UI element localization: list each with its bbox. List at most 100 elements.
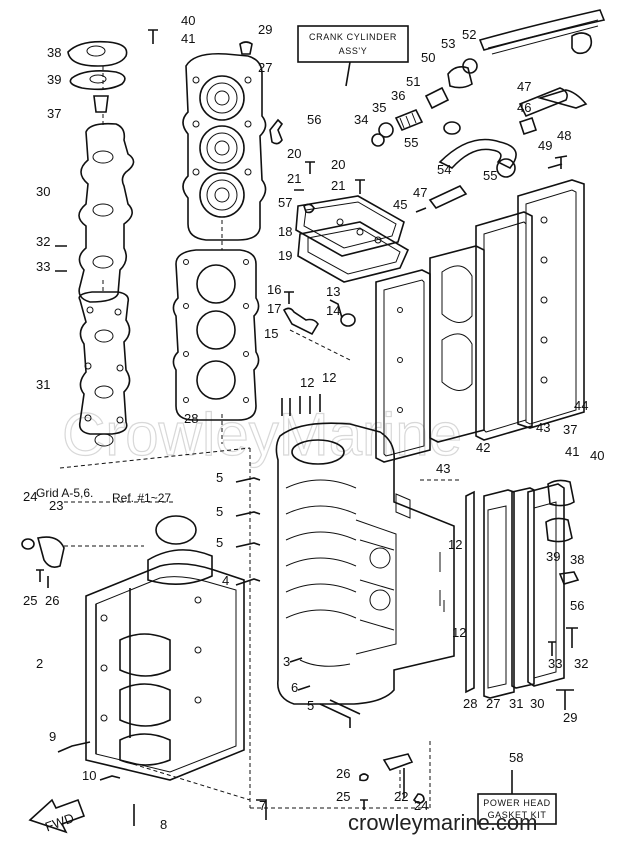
part-label-12: 12 xyxy=(452,625,466,640)
part-label-56: 56 xyxy=(570,598,584,613)
part-label-16: 16 xyxy=(267,282,281,297)
cylinder-head xyxy=(182,52,267,241)
part-label-25: 25 xyxy=(23,593,37,608)
part-label-26: 26 xyxy=(336,766,350,781)
cylinder-cover xyxy=(295,195,410,283)
part-label-14: 14 xyxy=(326,303,340,318)
part-label-6: 6 xyxy=(291,680,298,695)
callout-power-head-line1: POWER HEAD xyxy=(483,798,551,808)
part-label-56: 56 xyxy=(307,112,321,127)
exhaust-plates xyxy=(375,179,585,463)
part-label-41: 41 xyxy=(181,31,195,46)
cylinder-block xyxy=(275,422,455,705)
part-label-42: 42 xyxy=(476,440,490,455)
head-gasket xyxy=(172,249,260,421)
part-label-43: 43 xyxy=(436,461,450,476)
part-label-15: 15 xyxy=(264,326,278,341)
part-label-29: 29 xyxy=(563,710,577,725)
part-label-39: 39 xyxy=(47,72,61,87)
bolts-12 xyxy=(281,394,321,416)
part-label-7: 7 xyxy=(259,798,266,813)
small-bolts xyxy=(294,161,365,214)
part-label-41: 41 xyxy=(565,444,579,459)
part-label-44: 44 xyxy=(574,398,588,413)
part-label-33: 33 xyxy=(36,259,50,274)
part-label-5: 5 xyxy=(216,470,223,485)
part-label-12: 12 xyxy=(448,537,462,552)
bolts-5-4-3-6 xyxy=(235,477,361,728)
thermostat-group xyxy=(282,291,356,361)
part-label-28: 28 xyxy=(184,411,198,426)
part-label-33: 33 xyxy=(548,656,562,671)
sensor-56 xyxy=(269,118,284,145)
part-label-39: 39 xyxy=(546,549,560,564)
part-label-57: 57 xyxy=(278,195,292,210)
part-label-5: 5 xyxy=(216,535,223,550)
part-label-45: 45 xyxy=(393,197,407,212)
part-label-8: 8 xyxy=(160,817,167,832)
part-label-30: 30 xyxy=(530,696,544,711)
part-label-27: 27 xyxy=(258,60,272,75)
part-label-10: 10 xyxy=(82,768,96,783)
fwd-label: FWD xyxy=(43,810,76,834)
part-label-48: 48 xyxy=(557,128,571,143)
part-label-30: 30 xyxy=(36,184,50,199)
assembly-guides xyxy=(59,447,460,809)
part-label-58: 58 xyxy=(509,750,523,765)
part-label-3: 3 xyxy=(283,654,290,669)
part-label-38: 38 xyxy=(47,45,61,60)
part-label-21: 21 xyxy=(287,171,301,186)
part-label-5: 5 xyxy=(307,698,314,713)
part-label-37: 37 xyxy=(47,106,61,121)
part-label-12: 12 xyxy=(322,370,336,385)
callout-crank-cylinder-line2: ASS'Y xyxy=(339,46,368,56)
part-label-52: 52 xyxy=(462,27,476,42)
part-label-37: 37 xyxy=(563,422,577,437)
part-label-54: 54 xyxy=(437,162,451,177)
watermark-text: CrowleyMarine xyxy=(62,401,462,468)
part-label-40: 40 xyxy=(181,13,195,28)
part-label-49: 49 xyxy=(538,138,552,153)
exhaust-cover-stack xyxy=(55,40,135,447)
crankcase xyxy=(85,515,245,781)
part-label-50: 50 xyxy=(421,50,435,65)
part-label-5: 5 xyxy=(216,504,223,519)
part-label-38: 38 xyxy=(570,552,584,567)
callout-power-head: POWER HEAD GASKET KIT xyxy=(477,770,557,825)
part-label-55: 55 xyxy=(483,168,497,183)
part-label-12: 12 xyxy=(300,375,314,390)
part-label-21: 21 xyxy=(331,178,345,193)
bolt-40 xyxy=(148,29,158,44)
part-label-29: 29 xyxy=(258,22,272,37)
bolt-29 xyxy=(239,41,253,55)
part-label-20: 20 xyxy=(287,146,301,161)
part-label-31: 31 xyxy=(36,377,50,392)
part-label-28: 28 xyxy=(463,696,477,711)
part-label-4: 4 xyxy=(222,573,229,588)
part-label-47: 47 xyxy=(413,185,427,200)
footer-watermark: crowleymarine.com xyxy=(348,810,538,835)
grid-note: Grid A-5,6. xyxy=(36,486,93,500)
callout-power-head-line2: GASKET KIT xyxy=(488,810,547,820)
ref-note: Ref. #1~27 xyxy=(112,491,171,505)
part-label-13: 13 xyxy=(326,284,340,299)
part-label-19: 19 xyxy=(278,248,292,263)
bottom-bolts xyxy=(57,741,135,826)
part-label-18: 18 xyxy=(278,224,292,239)
part-label-31: 31 xyxy=(509,696,523,711)
part-label-34: 34 xyxy=(354,112,368,127)
part-label-35: 35 xyxy=(372,100,386,115)
fwd-arrow-indicator: FWD xyxy=(28,798,86,834)
part-label-46: 46 xyxy=(517,100,531,115)
callout-crank-cylinder: CRANK CYLINDER ASS'Y xyxy=(297,25,409,87)
part-label-47: 47 xyxy=(517,79,531,94)
part-label-22: 22 xyxy=(394,789,408,804)
part-label-2: 2 xyxy=(36,656,43,671)
part-label-32: 32 xyxy=(36,234,50,249)
part-label-36: 36 xyxy=(391,88,405,103)
part-label-24: 24 xyxy=(23,489,37,504)
part-label-32: 32 xyxy=(574,656,588,671)
